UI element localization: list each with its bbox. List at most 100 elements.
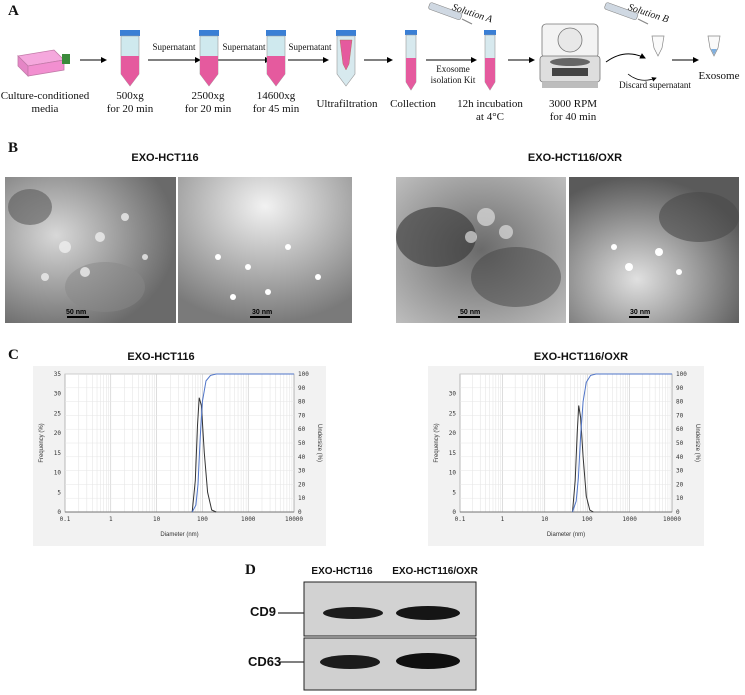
y2-tick-label: 90 xyxy=(676,385,684,392)
step-collection-label: Collection xyxy=(390,98,436,110)
y2-tick-label: 30 xyxy=(298,468,306,475)
frequency-curve xyxy=(191,397,217,513)
y-tick-label: 35 xyxy=(54,371,62,378)
x-tick-label: 10000 xyxy=(663,516,681,523)
scale-bar-label: 30 nm xyxy=(252,309,273,316)
x-tick-label: 1000 xyxy=(241,516,256,523)
x-tick-label: 1 xyxy=(109,516,113,523)
y2-tick-label: 0 xyxy=(298,509,302,516)
kit-label: Exosome isolation Kit xyxy=(430,64,476,85)
y2-tick-label: 20 xyxy=(676,481,684,488)
tem-title-hct116: EXO-HCT116 xyxy=(131,152,199,164)
y-tick-label: 0 xyxy=(452,509,456,516)
ultrafiltration-tube-icon xyxy=(336,30,356,87)
step-culture-label: Culture-conditioned media xyxy=(0,90,90,115)
y-tick-label: 10 xyxy=(54,470,62,477)
y-tick-label: 25 xyxy=(449,410,457,417)
x-axis-title: Diameter (nm) xyxy=(160,532,198,538)
exosome-tube-icon xyxy=(707,35,721,57)
culture-flask-icon xyxy=(17,49,70,77)
y2-tick-label: 80 xyxy=(298,399,306,406)
x-tick-label: 100 xyxy=(197,516,208,523)
undersize-curve xyxy=(191,373,294,513)
wb-lane-label-oxr: EXO-HCT116/OXR xyxy=(392,566,478,577)
chart-title-oxr: EXO-HCT116/OXR xyxy=(533,351,629,363)
x-tick-label: 0.1 xyxy=(60,516,71,523)
tem-image-hct116-2 xyxy=(178,177,352,323)
scale-bar-label: 50 nm xyxy=(460,309,481,316)
pipette-b-icon xyxy=(604,2,649,25)
incubation-tube-icon xyxy=(484,30,496,91)
y2-axis-title: Undersize (%) xyxy=(316,424,322,462)
workflow-arrows xyxy=(80,53,699,82)
y2-tick-label: 20 xyxy=(298,481,306,488)
y-tick-label: 5 xyxy=(57,489,61,496)
tem-image-oxr-2 xyxy=(569,177,739,323)
wb-lane-label-hct116: EXO-HCT116 xyxy=(311,566,373,577)
x-tick-label: 1000 xyxy=(622,516,637,523)
panel-label-b: B xyxy=(8,140,19,156)
y-tick-label: 15 xyxy=(449,450,457,457)
y2-tick-label: 50 xyxy=(298,440,306,447)
wb-band-cd63-oxr xyxy=(396,653,460,669)
tem-image-hct116-1 xyxy=(5,177,176,323)
y2-tick-label: 30 xyxy=(676,468,684,475)
western-blot-image xyxy=(278,581,477,691)
y-axis-title: Frequency (%) xyxy=(434,423,440,462)
y-tick-label: 20 xyxy=(54,430,62,437)
y2-axis-title: Undersize (%) xyxy=(694,424,700,462)
step-2500xg-label: 2500xg for 20 min xyxy=(184,90,232,115)
x-tick-label: 10 xyxy=(153,516,161,523)
x-axis-title: Diameter (nm) xyxy=(547,532,585,538)
y-axis-title: Frequency (%) xyxy=(39,423,45,462)
y2-tick-label: 70 xyxy=(298,412,306,419)
y2-tick-label: 50 xyxy=(676,440,684,447)
y2-tick-label: 70 xyxy=(676,412,684,419)
y2-tick-label: 0 xyxy=(676,509,680,516)
collection-tube-icon xyxy=(405,30,417,91)
y2-tick-label: 60 xyxy=(298,426,306,433)
wb-band-label-cd9: CD9 xyxy=(250,604,277,619)
y2-tick-label: 10 xyxy=(676,495,684,502)
x-tick-label: 10 xyxy=(541,516,549,523)
tem-image-oxr-1 xyxy=(396,177,566,323)
y-tick-label: 0 xyxy=(57,509,61,516)
x-tick-label: 0.1 xyxy=(455,516,466,523)
scale-bar-label: 30 nm xyxy=(630,309,651,316)
y2-tick-label: 60 xyxy=(676,426,684,433)
y2-tick-label: 10 xyxy=(298,495,306,502)
tem-title-oxr: EXO-HCT116/OXR xyxy=(527,152,623,164)
y2-tick-label: 40 xyxy=(676,454,684,461)
panel-label-d: D xyxy=(245,562,256,578)
step-14600xg-label: 14600xg for 45 min xyxy=(252,90,300,115)
panel-label-c: C xyxy=(8,347,19,363)
frequency-curve xyxy=(572,405,594,513)
x-tick-label: 10000 xyxy=(285,516,303,523)
y2-tick-label: 100 xyxy=(298,371,309,378)
y-tick-label: 30 xyxy=(449,391,457,398)
panel-label-a: A xyxy=(8,3,19,19)
step-3000rpm-label: 3000 RPM for 40 min xyxy=(549,98,597,123)
wb-band-cd63-hct116 xyxy=(320,655,380,669)
y-tick-label: 5 xyxy=(452,489,456,496)
y2-tick-label: 80 xyxy=(676,399,684,406)
y2-tick-label: 40 xyxy=(298,454,306,461)
discard-label: Discard supernatant xyxy=(619,80,691,90)
step-exosome-label: Exosome xyxy=(698,70,740,82)
x-tick-label: 100 xyxy=(582,516,593,523)
y2-tick-label: 100 xyxy=(676,371,687,378)
chart-title-hct116: EXO-HCT116 xyxy=(127,351,195,363)
supernatant-label-2: Supernatant xyxy=(222,42,266,52)
y-tick-label: 20 xyxy=(449,430,457,437)
step-ultrafiltration-label: Ultrafiltration xyxy=(316,98,378,110)
step-500xg-label: 500xg for 20 min xyxy=(106,90,154,115)
undersize-curve xyxy=(572,373,672,513)
x-tick-label: 1 xyxy=(501,516,505,523)
supernatant-label-3: Supernatant xyxy=(288,42,332,52)
centrifuge-icon xyxy=(539,23,601,88)
tube-icon xyxy=(266,30,286,87)
tube-icon xyxy=(199,30,219,87)
supernatant-label-1: Supernatant xyxy=(152,42,196,52)
